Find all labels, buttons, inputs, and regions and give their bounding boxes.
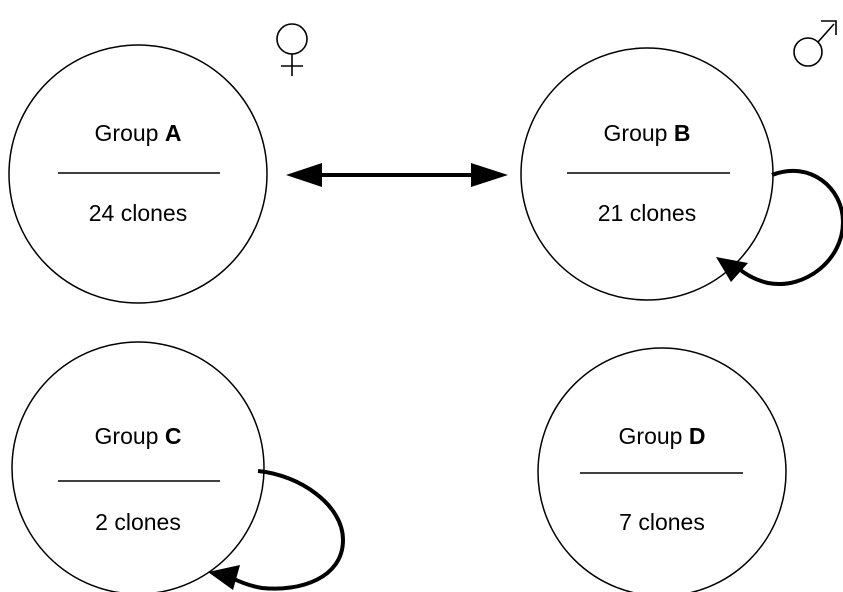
- group-a-node: Group A 24 clones: [8, 44, 268, 304]
- group-b-title: Group B: [604, 120, 691, 146]
- male-symbol-icon: [793, 20, 837, 67]
- arrowhead-right-icon: [471, 163, 508, 187]
- group-c-self-loop: [208, 469, 346, 591]
- loop-b-arrowhead-icon: [716, 257, 748, 282]
- group-c-title: Group C: [95, 423, 182, 449]
- group-b-self-loop: [716, 168, 843, 286]
- arrowhead-left-icon: [286, 163, 322, 187]
- loop-c-arrowhead-icon: [208, 565, 240, 590]
- group-c-count: 2 clones: [95, 509, 181, 535]
- group-a-count: 24 clones: [89, 200, 187, 226]
- female-symbol-icon: [276, 23, 308, 76]
- group-d-node: Group D 7 clones: [537, 347, 787, 592]
- group-d-count: 7 clones: [619, 509, 705, 535]
- group-c-node: Group C 2 clones: [11, 341, 265, 592]
- a-b-bidirectional-arrow: [286, 163, 508, 187]
- group-a-title: Group A: [95, 120, 182, 146]
- group-b-count: 21 clones: [598, 200, 696, 226]
- group-d-title: Group D: [619, 423, 706, 449]
